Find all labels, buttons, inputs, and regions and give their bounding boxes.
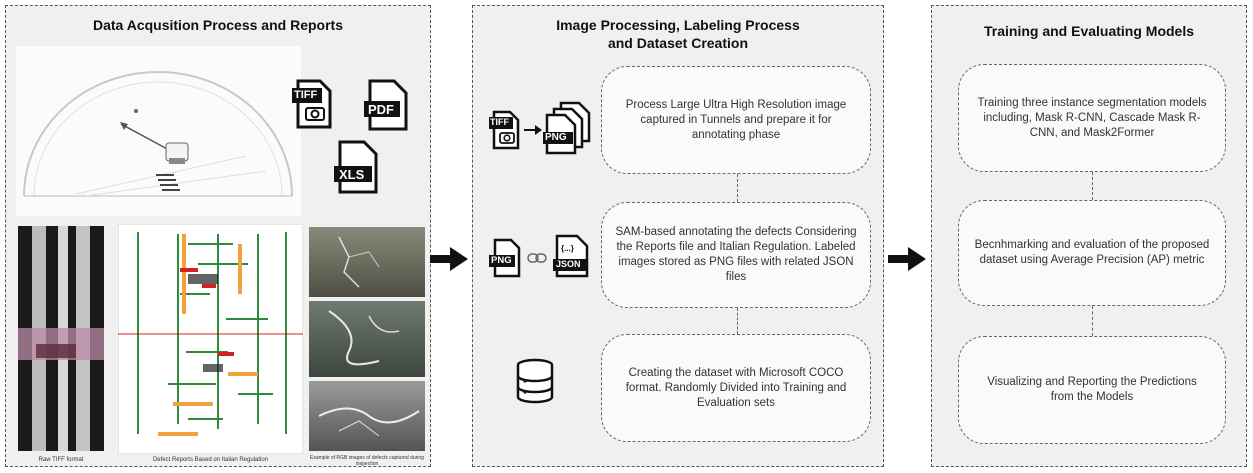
- flow-arrow-2: [888, 247, 926, 271]
- panel-title-line1: Image Processing, Labeling Process: [556, 17, 800, 33]
- data-acquisition-panel: Data Acqusition Process and Reports TIFF: [5, 5, 431, 467]
- process-step-3: Creating the dataset with Microsoft COCO…: [601, 334, 871, 442]
- training-step-2: Becnhmarking and evaluation of the propo…: [958, 200, 1226, 306]
- panel-title: Training and Evaluating Models: [983, 23, 1195, 39]
- training-step-3-text: Visualizing and Reporting the Prediction…: [987, 376, 1197, 403]
- process-step-2-text: SAM-based annotating the defects Conside…: [615, 226, 857, 283]
- rgb-defect-photo-2: [309, 301, 425, 377]
- training-step-3: Visualizing and Reporting the Prediction…: [958, 336, 1226, 444]
- defect-report-drawing: [118, 224, 303, 454]
- connector-1: [737, 174, 738, 202]
- xls-file-icon: XLS: [332, 140, 380, 194]
- png-stack-icon: PNG: [543, 101, 593, 156]
- raw-tiff-image: [18, 226, 104, 451]
- process-step-3-text: Creating the dataset with Microsoft COCO…: [625, 366, 847, 409]
- connector-1: [1092, 172, 1093, 200]
- raw-caption: Raw TIFF format: [38, 457, 84, 463]
- tiff-label: TIFF: [294, 89, 318, 101]
- training-step-1-text: Training three instance segmentation mod…: [977, 96, 1207, 139]
- defect-caption: Defect Reports Based on Italian Regulati…: [152, 457, 269, 463]
- png-label: PNG: [545, 132, 567, 143]
- database-icon: [516, 358, 554, 404]
- process-step-1: Process Large Ultra High Resolution imag…: [601, 66, 871, 174]
- connector-2: [1092, 306, 1093, 336]
- tiff-file-icon: TIFF: [489, 110, 521, 150]
- training-step-1: Training three instance segmentation mod…: [958, 64, 1226, 172]
- png-label: PNG: [491, 255, 512, 266]
- pdf-label: PDF: [368, 102, 394, 117]
- panel-title: Data Acqusition Process and Reports: [93, 17, 343, 33]
- json-file-icon: {...} JSON: [551, 234, 591, 278]
- json-label: JSON: [556, 259, 581, 269]
- tiff-label: TIFF: [490, 117, 509, 127]
- pdf-file-icon: PDF: [362, 79, 410, 131]
- convert-arrow-icon: [524, 125, 542, 135]
- training-panel: Training and Evaluating Models Training …: [931, 5, 1247, 467]
- flow-arrow-1: [430, 247, 468, 271]
- rgb-caption: Example of RGB images of defects capture…: [310, 455, 424, 467]
- image-processing-panel: Image Processing, Labeling Process and D…: [472, 5, 884, 467]
- panel-title-line2: and Dataset Creation: [607, 35, 749, 51]
- tunnel-scanner-illustration: [16, 46, 301, 216]
- json-brace-label: {...}: [561, 244, 574, 253]
- process-step-2: SAM-based annotating the defects Conside…: [601, 202, 871, 308]
- training-step-2-text: Becnhmarking and evaluation of the propo…: [974, 239, 1210, 266]
- rgb-defect-photo-3: [309, 381, 425, 451]
- png-file-icon: PNG: [489, 238, 523, 278]
- process-step-1-text: Process Large Ultra High Resolution imag…: [625, 98, 847, 141]
- connector-2: [737, 308, 738, 334]
- rgb-defect-photo-1: [309, 227, 425, 297]
- xls-label: XLS: [339, 167, 365, 182]
- tiff-file-icon: TIFF: [292, 79, 334, 129]
- link-icon: [527, 253, 547, 263]
